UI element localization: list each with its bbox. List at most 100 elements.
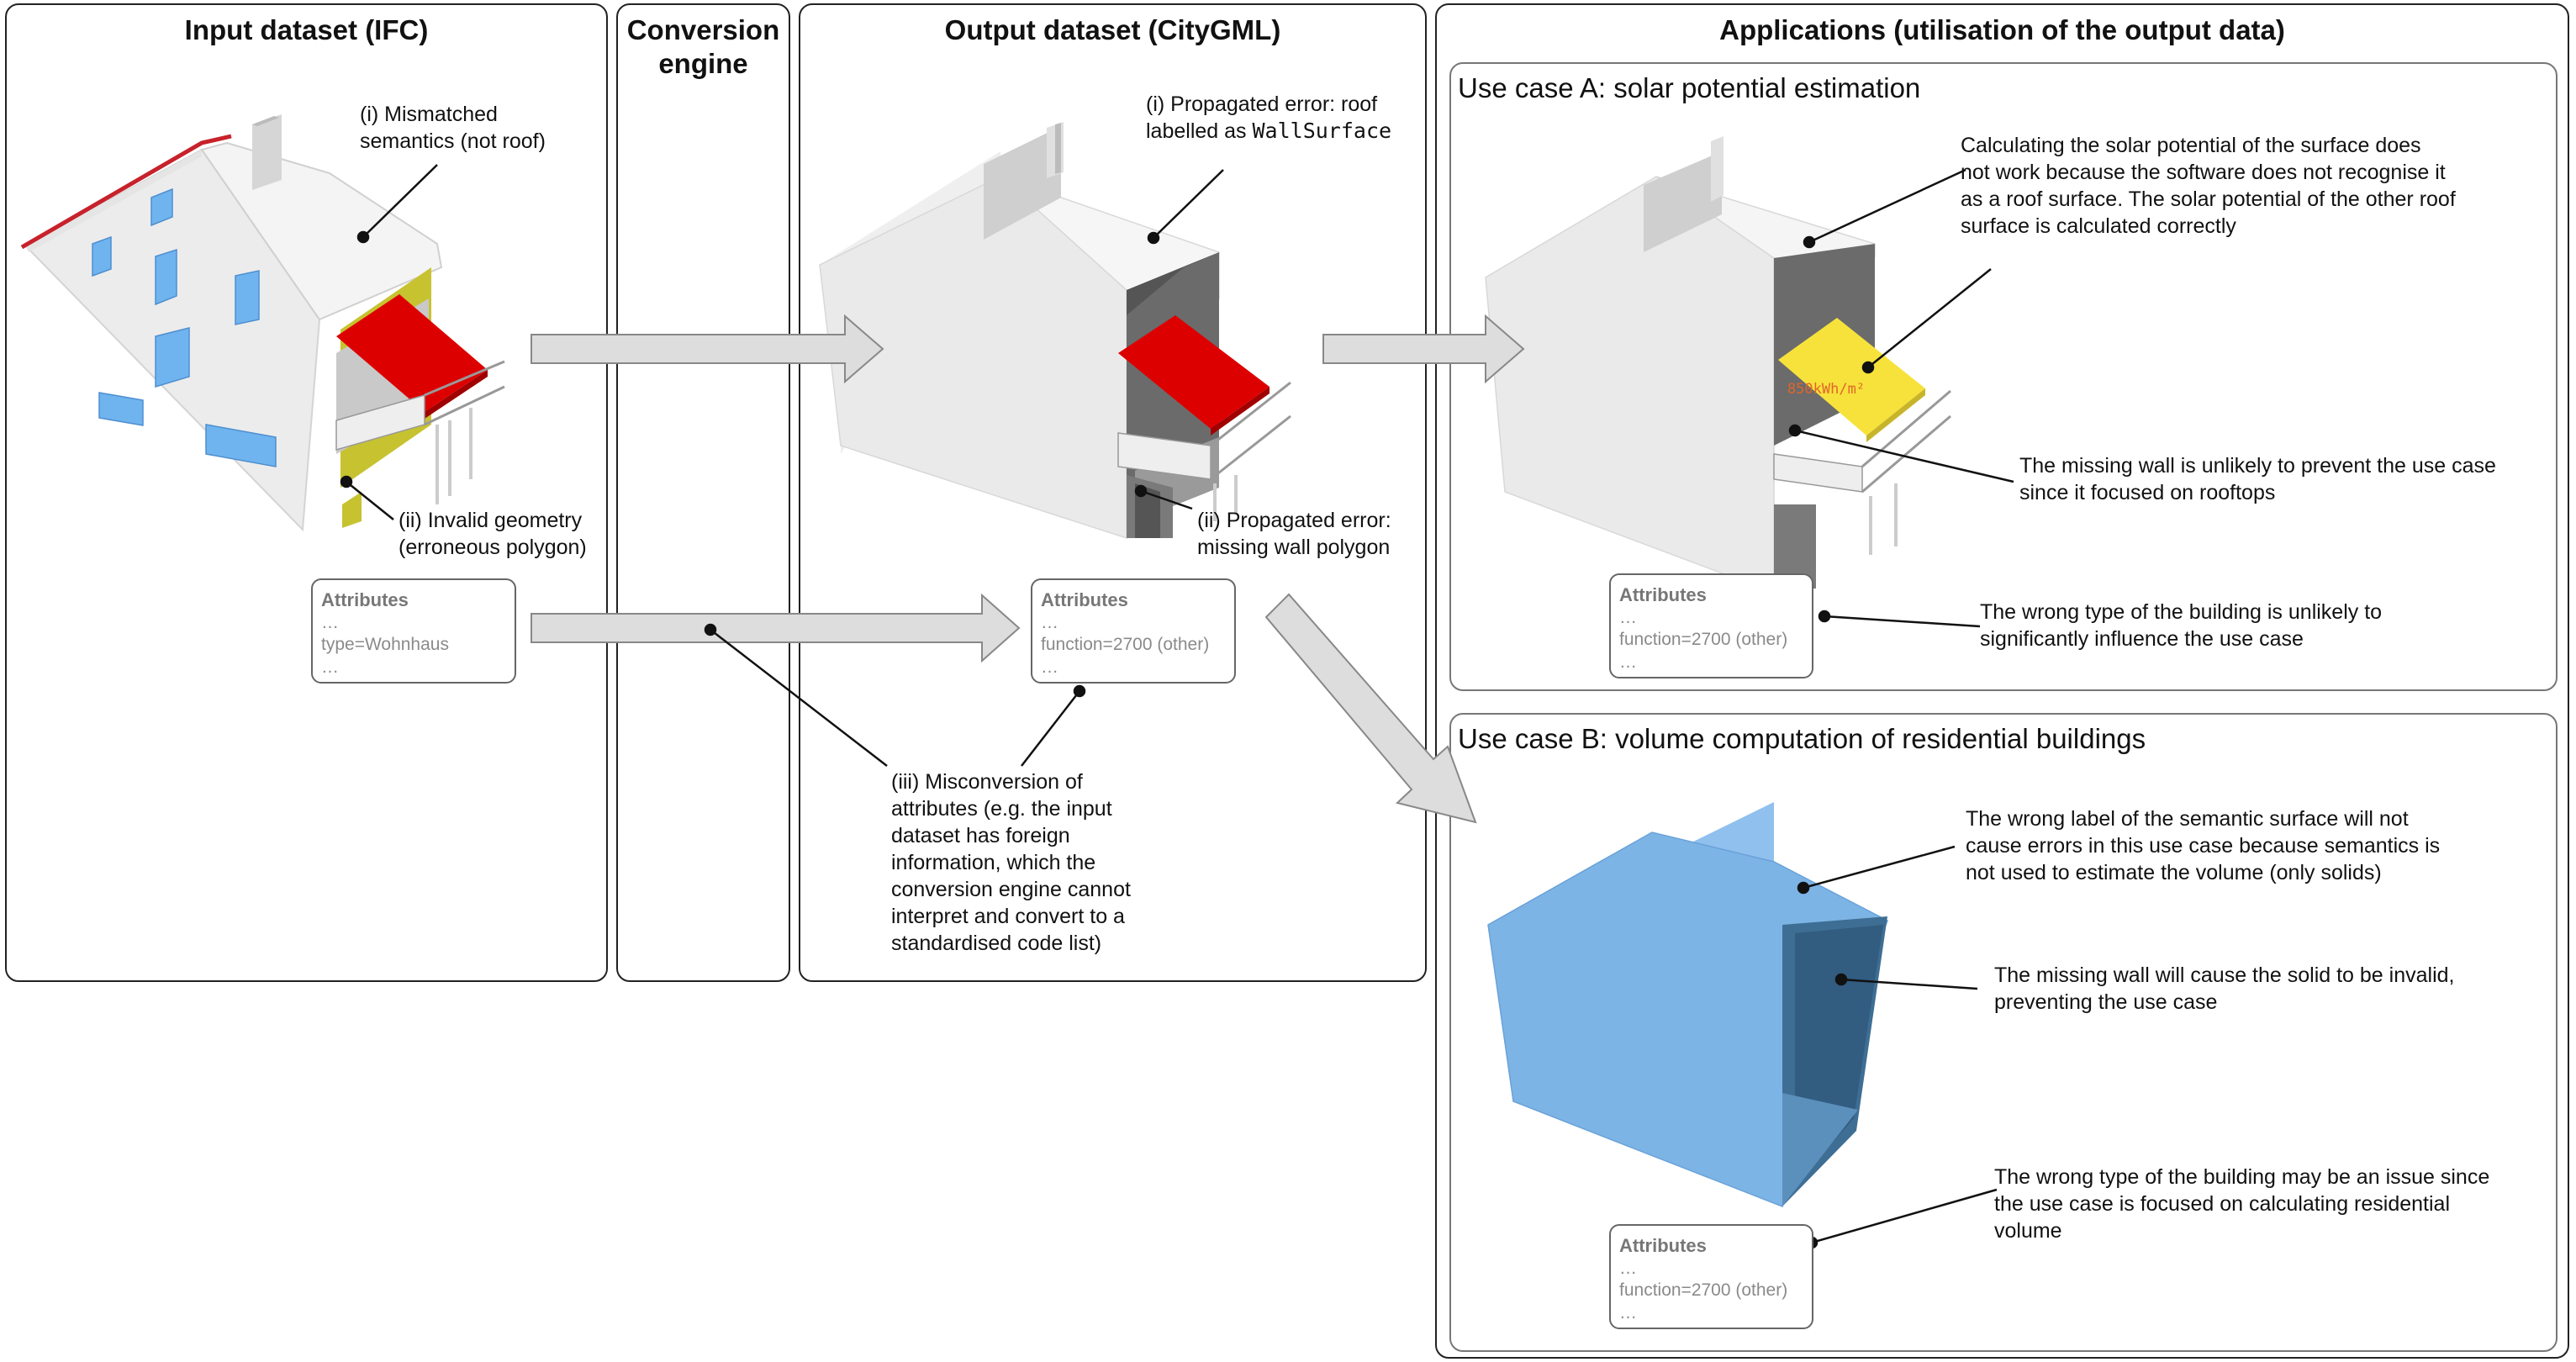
output-attributes-box: Attributes … function=2700 (other) … xyxy=(1031,578,1236,684)
note-line: conversion engine cannot xyxy=(891,878,1131,901)
use-case-b-attributes-box: Attributes … function=2700 (other) … xyxy=(1609,1224,1813,1329)
note-line: The missing wall will cause the solid to… xyxy=(1994,963,2455,987)
note-line: volume xyxy=(1994,1219,2062,1243)
input-panel-title: Input dataset (IFC) xyxy=(184,14,429,45)
note-line: (erroneous polygon) xyxy=(399,536,587,559)
note-line: (iii) Misconversion of xyxy=(891,770,1083,794)
callout-dot-input-semantics xyxy=(356,230,370,244)
note-line: information, which the xyxy=(891,851,1096,874)
engine-panel xyxy=(616,3,790,982)
arrow-input-to-output-attributes xyxy=(531,593,1021,663)
note-line: standardised code list) xyxy=(891,932,1102,955)
callout-dot-b-label xyxy=(1797,881,1810,895)
callout-dot-b-wall xyxy=(1834,973,1848,986)
input-attributes-box: Attributes … type=Wohnhaus … xyxy=(311,578,516,684)
attribute-line: … xyxy=(1041,612,1058,632)
callout-dot-a-wall xyxy=(1788,424,1802,437)
citygml-red-roof xyxy=(1118,315,1270,429)
note-line: The wrong type of the building may be an… xyxy=(1994,1165,2490,1189)
attributes-header: Attributes xyxy=(1619,584,1707,605)
note-line: The wrong type of the building is unlike… xyxy=(1980,600,2383,624)
engine-title-line: engine xyxy=(658,48,748,80)
note-line: (i) Propagated error: roof xyxy=(1146,92,1378,116)
note-line: surface is calculated correctly xyxy=(1961,214,2236,238)
note-line: as a roof surface. The solar potential o… xyxy=(1961,187,2456,211)
use-case-a-building-illustration: 850kWh/m² xyxy=(1485,136,1951,594)
note-line: missing wall polygon xyxy=(1197,536,1391,559)
attributes-header: Attributes xyxy=(1619,1235,1707,1256)
attribute-line: … xyxy=(1619,1302,1637,1322)
attributes-header: Attributes xyxy=(321,589,409,610)
callout-dot-output-wall xyxy=(1134,484,1148,498)
output-panel-title: Output dataset (CityGML) xyxy=(944,14,1281,45)
callout-line-input-geometry xyxy=(346,481,394,520)
attribute-line: function=2700 (other) xyxy=(1619,1280,1788,1301)
use-case-b-title: Use case B: volume computation of reside… xyxy=(1458,723,2146,754)
use-case-a-attributes-box: Attributes … function=2700 (other) … xyxy=(1609,573,1813,678)
engine-title-line: Conversion xyxy=(626,14,780,45)
note-line: semantics (not roof) xyxy=(360,129,546,153)
citygml-building-illustration xyxy=(819,122,1291,540)
note-a-wall: The missing wall is unlikely to prevent … xyxy=(2019,452,2496,506)
note-line: The missing wall is unlikely to prevent … xyxy=(2019,454,2496,478)
attribute-line: … xyxy=(321,612,339,632)
solar-potential-label: 850kWh/m² xyxy=(1787,381,1865,398)
note-input-semantics: (i) Mismatched semantics (not roof) xyxy=(360,101,546,155)
callout-line-output-roof xyxy=(1153,169,1224,239)
note-misconversion: (iii) Misconversion of attributes (e.g. … xyxy=(891,768,1131,957)
callout-line-b-wall xyxy=(1840,978,1978,990)
note-b-label: The wrong label of the semantic surface … xyxy=(1966,805,2440,886)
note-line: (ii) Invalid geometry xyxy=(399,509,583,532)
note-line: preventing the use case xyxy=(1994,990,2218,1014)
attribute-line: … xyxy=(1041,657,1058,677)
callout-dot-a-roof xyxy=(1803,235,1816,249)
note-output-roof: (i) Propagated error: roof labelled as W… xyxy=(1146,91,1391,145)
note-line: labelled as WallSurface xyxy=(1146,118,1391,145)
callout-line-output-attributes xyxy=(1021,690,1080,767)
wallsurface-code: WallSurface xyxy=(1252,119,1392,143)
callout-dot-a-attributes xyxy=(1818,610,1831,623)
attribute-line: … xyxy=(1619,1258,1637,1278)
callout-dot-output-attributes xyxy=(1073,684,1086,698)
callout-dot-a-solar xyxy=(1861,361,1875,374)
use-case-b-building-illustration xyxy=(1487,802,1888,1207)
note-line: not work because the software does not r… xyxy=(1961,161,2446,184)
attribute-line: type=Wohnhaus xyxy=(321,635,449,655)
note-line: the use case is focused on calculating r… xyxy=(1994,1192,2450,1216)
note-b-type: The wrong type of the building may be an… xyxy=(1994,1164,2489,1244)
applications-panel-title: Applications (utilisation of the output … xyxy=(1719,14,2285,45)
attribute-line: … xyxy=(1619,652,1637,672)
attribute-line: function=2700 (other) xyxy=(1619,630,1788,650)
callout-line-misconversion xyxy=(710,629,888,767)
attributes-header: Attributes xyxy=(1041,589,1128,610)
note-line: cause errors in this use case because se… xyxy=(1966,834,2441,858)
note-line: attributes (e.g. the input xyxy=(891,797,1112,821)
callout-line-a-wall xyxy=(1794,429,2014,483)
note-line: interpret and convert to a xyxy=(891,905,1125,928)
arrow-input-to-output-geometry xyxy=(531,314,884,384)
callout-line-a-roof xyxy=(1808,168,1966,244)
note-input-geometry: (ii) Invalid geometry (erroneous polygon… xyxy=(399,507,587,561)
callout-dot-output-roof xyxy=(1147,231,1160,245)
arrow-output-to-use-case-b xyxy=(1264,593,1477,824)
note-line: Calculating the solar potential of the s… xyxy=(1961,134,2421,157)
callout-line-b-attributes xyxy=(1811,1188,1998,1244)
callout-line-output-wall xyxy=(1140,489,1193,510)
solar-roof-surface xyxy=(1778,318,1925,436)
ifc-building-illustration xyxy=(20,114,505,532)
note-line: (i) Mismatched xyxy=(360,103,498,126)
note-line: The wrong label of the semantic surface … xyxy=(1966,807,2409,831)
callout-line-a-solar xyxy=(1867,268,1992,368)
note-line: since it focused on rooftops xyxy=(2019,481,2276,504)
note-line: significantly influence the use case xyxy=(1980,627,2304,651)
note-line: (ii) Propagated error: xyxy=(1197,509,1391,532)
note-a-roof: Calculating the solar potential of the s… xyxy=(1961,132,2456,240)
use-case-a-title: Use case A: solar potential estimation xyxy=(1458,72,1921,103)
callout-line-a-attributes xyxy=(1824,615,1981,628)
note-output-wall: (ii) Propagated error: missing wall poly… xyxy=(1197,507,1391,561)
flow-arrows xyxy=(531,314,1525,824)
attribute-line: … xyxy=(1619,607,1637,627)
engine-panel-title: Conversion engine xyxy=(616,13,790,82)
